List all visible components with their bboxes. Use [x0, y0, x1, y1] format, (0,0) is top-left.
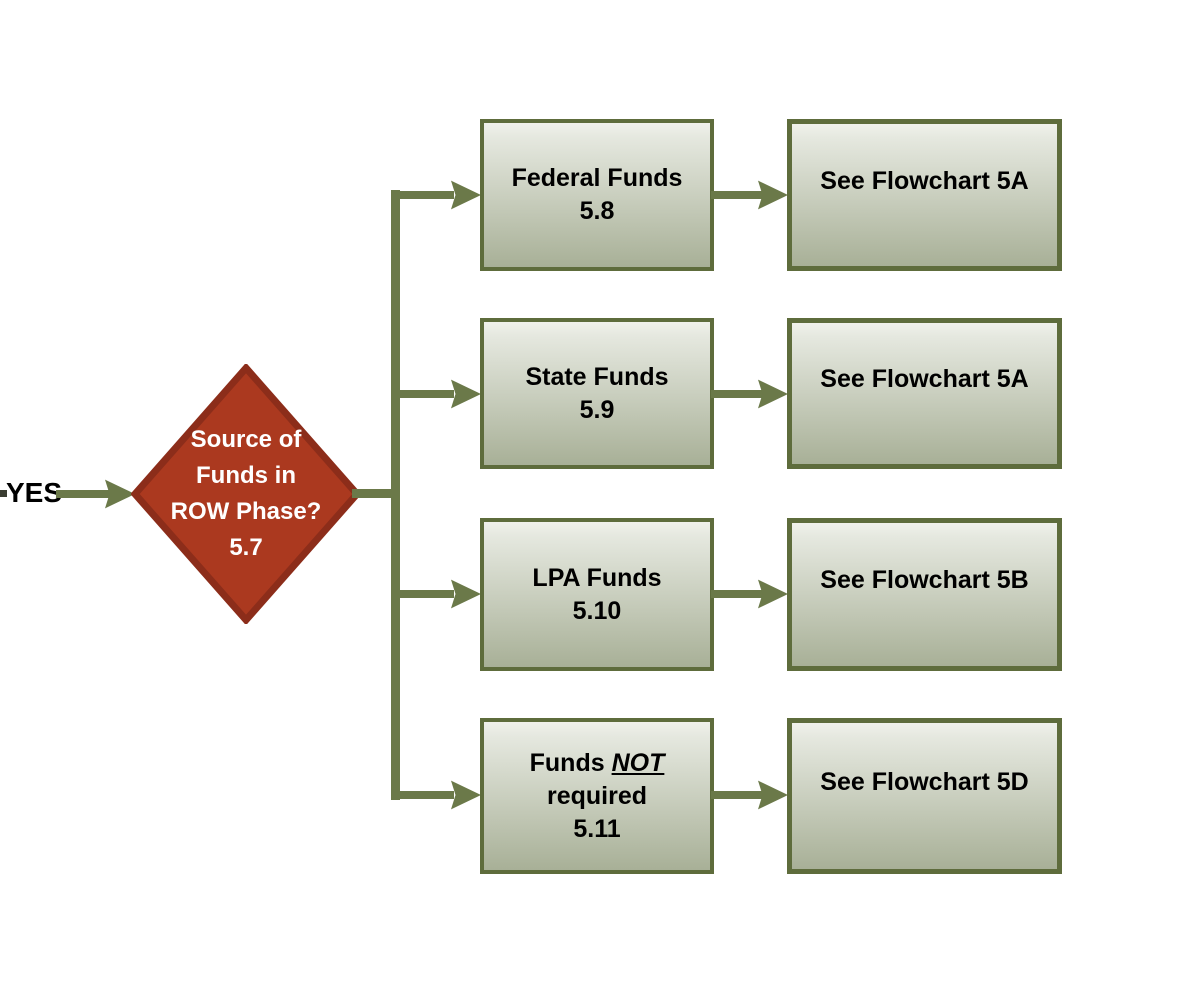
box-title: State Funds — [525, 362, 669, 391]
mid-arrow-line-1 — [711, 191, 763, 199]
branch-arrowhead-1-icon — [451, 180, 481, 210]
box-federal-funds: Federal Funds 5.8 — [480, 119, 714, 271]
box-ref: 5.9 — [579, 395, 615, 424]
box-ref: 5.11 — [573, 814, 621, 843]
box-title-line2: required — [546, 781, 648, 810]
box-ref: 5.10 — [572, 596, 622, 625]
box-title-prefix: Funds — [529, 748, 612, 777]
box-state-funds: State Funds 5.9 — [480, 318, 714, 469]
mid-arrowhead-2-icon — [758, 379, 788, 409]
box-label: See Flowchart 5A — [820, 365, 1029, 393]
yes-label: YES — [6, 477, 63, 508]
branch-arrowhead-4-icon — [451, 780, 481, 810]
box-label: See Flowchart 5B — [820, 566, 1029, 594]
box-title: Funds NOT — [530, 747, 665, 780]
box-title: LPA Funds — [532, 563, 662, 592]
decision-text: Source of Funds in ROW Phase? 5.7 — [131, 364, 361, 624]
branch-line-1 — [396, 191, 454, 199]
box-label: See Flowchart 5D — [820, 767, 1029, 796]
branch-line-4 — [396, 791, 454, 799]
decision-source-of-funds: Source of Funds in ROW Phase? 5.7 — [131, 364, 361, 624]
mid-arrow-line-4 — [711, 791, 763, 799]
diamond-shape — [131, 364, 361, 624]
box-label: See Flowchart 5A — [820, 166, 1029, 195]
mid-arrowhead-1-icon — [758, 180, 788, 210]
decision-line-4: 5.7 — [229, 534, 263, 561]
box-funds-not-required: Funds NOT required 5.11 — [480, 718, 714, 874]
branch-arrowhead-3-icon — [451, 579, 481, 609]
branch-line-2 — [396, 390, 454, 398]
box-lpa-funds: LPA Funds 5.10 — [480, 518, 714, 671]
box-title: Federal Funds — [511, 164, 683, 192]
incoming-line-stub — [0, 490, 7, 497]
box-see-flowchart-5a-federal: See Flowchart 5A — [787, 119, 1062, 271]
box-ref: 5.8 — [579, 197, 615, 225]
box-see-flowchart-5a-state: See Flowchart 5A — [787, 318, 1062, 469]
branch-arrowhead-2-icon — [451, 379, 481, 409]
mid-arrowhead-4-icon — [758, 780, 788, 810]
mid-arrow-line-3 — [711, 590, 763, 598]
branch-trunk-line — [391, 190, 400, 800]
mid-arrow-line-2 — [711, 390, 763, 398]
branch-line-3 — [396, 590, 454, 598]
box-see-flowchart-5d: See Flowchart 5D — [787, 718, 1062, 874]
decision-line-1: Source of — [190, 426, 302, 453]
mid-arrowhead-3-icon — [758, 579, 788, 609]
box-see-flowchart-5b: See Flowchart 5B — [787, 518, 1062, 671]
decision-line-3: ROW Phase? — [170, 498, 322, 525]
decision-line-2: Funds in — [196, 462, 296, 489]
decision-exit-line — [352, 489, 400, 498]
not-emphasis: NOT — [611, 748, 665, 777]
yes-arrow-line — [56, 490, 112, 498]
